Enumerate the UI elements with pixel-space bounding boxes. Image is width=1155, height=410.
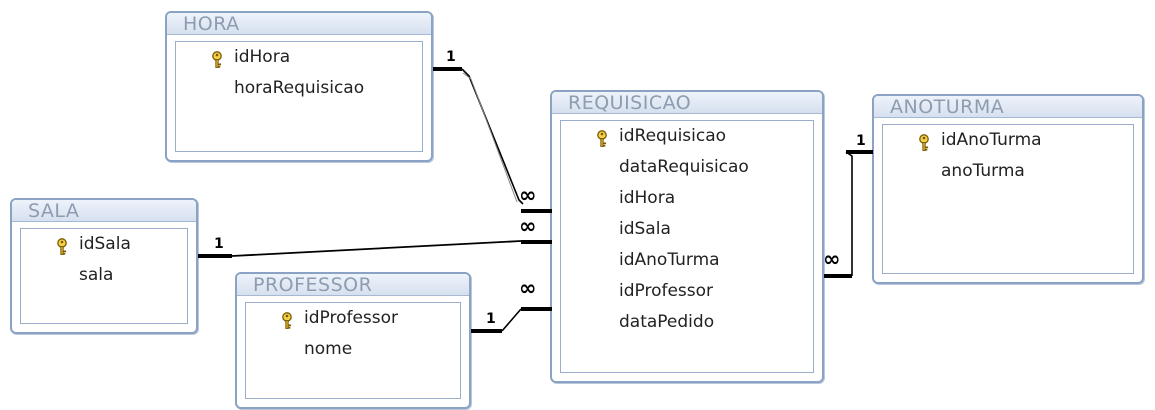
primary-key-field[interactable]: idAnoTurma: [883, 125, 1133, 156]
field-row[interactable]: horaRequisicao: [176, 73, 422, 104]
primary-key-field[interactable]: idHora: [176, 42, 422, 73]
field-list: idHora horaRequisicao: [175, 41, 423, 152]
field-name: horaRequisicao: [234, 78, 365, 98]
field-name: idAnoTurma: [619, 250, 720, 270]
primary-key-field[interactable]: idRequisicao: [561, 121, 813, 152]
cardinality-many-label: ∞: [519, 276, 537, 300]
cardinality-one-label: 1: [214, 236, 224, 252]
field-row[interactable]: dataPedido: [561, 307, 813, 338]
table-title[interactable]: PROFESSOR: [237, 274, 469, 296]
field-name: idAnoTurma: [941, 130, 1042, 150]
key-icon: [595, 128, 609, 147]
field-row[interactable]: dataRequisicao: [561, 152, 813, 183]
table-title[interactable]: SALA: [12, 200, 196, 222]
field-list: idAnoTurma anoTurma: [882, 124, 1134, 274]
field-row[interactable]: nome: [246, 334, 460, 365]
field-name: idProfessor: [304, 308, 399, 328]
cardinality-one-label: 1: [446, 49, 456, 65]
field-name: dataRequisicao: [619, 157, 749, 177]
field-name: idProfessor: [619, 281, 714, 301]
cardinality-one-label: 1: [486, 311, 496, 327]
table-anoturma[interactable]: ANOTURMA idAnoTurma anoTurma: [872, 94, 1144, 284]
table-hora[interactable]: HORA idHora horaRequisicao: [165, 11, 433, 162]
field-list: idSala sala: [20, 228, 188, 324]
table-title[interactable]: ANOTURMA: [874, 96, 1142, 118]
field-name: nome: [304, 339, 353, 359]
key-icon: [210, 49, 224, 68]
field-list: idProfessor nome: [245, 302, 461, 399]
field-name: idRequisicao: [619, 126, 727, 146]
relationship-sala-requisicao[interactable]: [198, 240, 552, 258]
field-name: dataPedido: [619, 312, 715, 332]
cardinality-many-label: ∞: [519, 183, 537, 207]
field-name: sala: [79, 265, 114, 285]
field-name: idHora: [619, 188, 676, 208]
table-requisicao[interactable]: REQUISICAO idRequisicao dataRequisicao idH…: [550, 90, 824, 383]
field-row[interactable]: sala: [21, 260, 187, 291]
key-icon: [55, 236, 69, 255]
field-name: idHora: [234, 47, 291, 67]
field-row[interactable]: idSala: [561, 214, 813, 245]
table-title[interactable]: HORA: [167, 13, 431, 35]
cardinality-one-label: 1: [856, 133, 866, 149]
table-title[interactable]: REQUISICAO: [552, 92, 822, 114]
table-professor[interactable]: PROFESSOR idProfessor nome: [235, 272, 471, 409]
field-row[interactable]: idProfessor: [561, 276, 813, 307]
primary-key-field[interactable]: idProfessor: [246, 303, 460, 334]
field-name: idSala: [619, 219, 671, 239]
field-name: anoTurma: [941, 161, 1025, 181]
field-row[interactable]: idHora: [561, 183, 813, 214]
field-row[interactable]: idAnoTurma: [561, 245, 813, 276]
cardinality-many-label: ∞: [823, 247, 841, 271]
cardinality-many-label: ∞: [519, 214, 537, 238]
field-name: idSala: [79, 234, 131, 254]
relationship-professor-requisicao[interactable]: [471, 307, 552, 333]
table-sala[interactable]: SALA idSala sala: [10, 198, 198, 334]
key-icon: [280, 310, 294, 329]
field-row[interactable]: anoTurma: [883, 156, 1133, 187]
primary-key-field[interactable]: idSala: [21, 229, 187, 260]
key-icon: [917, 132, 931, 151]
field-list: idRequisicao dataRequisicao idHora idSala id…: [560, 120, 814, 373]
